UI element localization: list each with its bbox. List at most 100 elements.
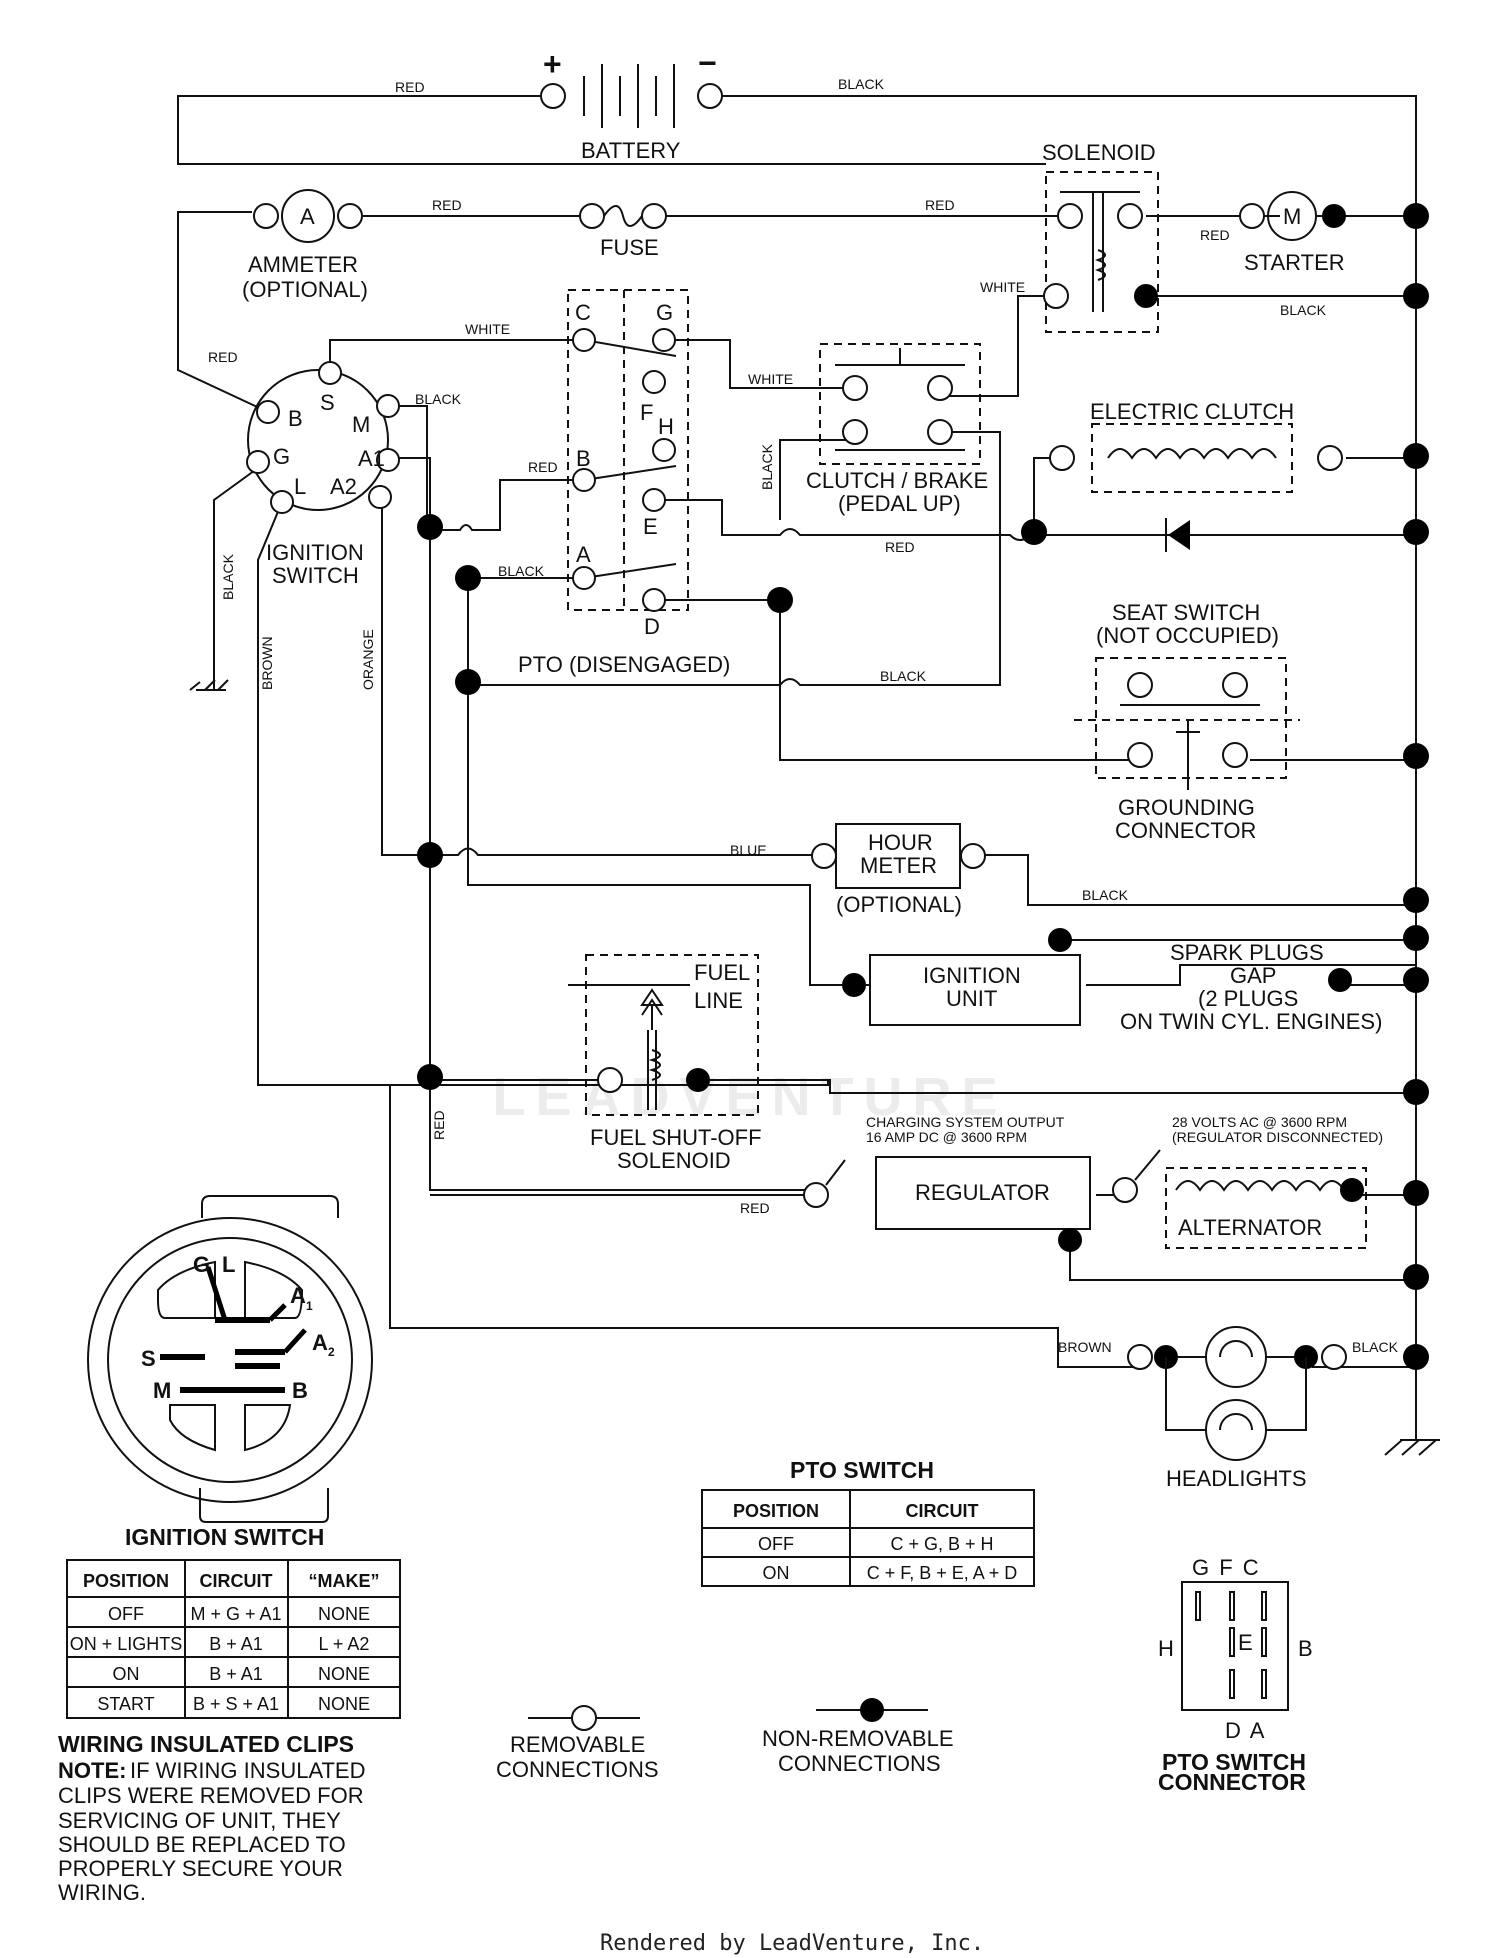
svg-text:BROWN: BROWN: [259, 636, 275, 690]
svg-text:WIRING INSULATED CLIPS: WIRING INSULATED CLIPS: [58, 1731, 354, 1757]
svg-text:H: H: [658, 414, 674, 439]
svg-text:ON + LIGHTS: ON + LIGHTS: [70, 1634, 183, 1654]
svg-text:28 VOLTS AC @ 3600 RPM: 28 VOLTS AC @ 3600 RPM: [1172, 1114, 1347, 1130]
svg-text:E: E: [643, 514, 658, 539]
svg-text:CLUTCH / BRAKE: CLUTCH / BRAKE: [806, 468, 988, 493]
svg-text:M: M: [1283, 204, 1301, 229]
svg-text:2: 2: [328, 1345, 335, 1359]
starter: M STARTER: [1239, 191, 1346, 275]
svg-text:GAP: GAP: [1230, 963, 1276, 988]
svg-text:BLUE: BLUE: [730, 842, 767, 858]
svg-text:RED: RED: [1200, 227, 1230, 243]
svg-text:L + A2: L + A2: [319, 1634, 370, 1654]
svg-text:G: G: [656, 300, 673, 325]
svg-text:PROPERLY SECURE YOUR: PROPERLY SECURE YOUR: [58, 1856, 343, 1881]
svg-text:SOLENOID: SOLENOID: [1042, 140, 1156, 165]
svg-text:PTO SWITCH: PTO SWITCH: [790, 1457, 934, 1483]
svg-text:A: A: [576, 542, 591, 567]
svg-text:STARTER: STARTER: [1244, 250, 1345, 275]
svg-text:WHITE: WHITE: [980, 279, 1025, 295]
svg-text:D: D: [644, 614, 660, 639]
svg-text:B: B: [1298, 1636, 1313, 1661]
svg-text:1: 1: [306, 1299, 313, 1313]
ignition-switch-table: IGNITION SWITCH POSITION CIRCUIT “MAKE” …: [66, 1524, 401, 1719]
svg-text:ON: ON: [113, 1664, 140, 1684]
svg-text:A: A: [290, 1283, 306, 1308]
svg-text:C + F, B + E, A + D: C + F, B + E, A + D: [867, 1563, 1018, 1583]
svg-text:D A: D A: [1225, 1718, 1266, 1743]
svg-text:BLACK: BLACK: [838, 76, 885, 92]
electric-clutch: ELECTRIC CLUTCH: [1049, 399, 1343, 493]
svg-text:M: M: [153, 1378, 171, 1403]
fuel-shutoff-solenoid: FUEL LINE FUEL SHUT-OFF SOLENOID: [568, 954, 762, 1173]
svg-text:NONE: NONE: [318, 1604, 370, 1624]
svg-text:CONNECTOR: CONNECTOR: [1115, 818, 1256, 843]
svg-text:(2 PLUGS: (2 PLUGS: [1198, 986, 1298, 1011]
svg-text:SWITCH: SWITCH: [272, 563, 359, 588]
svg-text:IGNITION: IGNITION: [923, 963, 1021, 988]
pto-switch-connector: G F C H E B D A PTO SWITCH CONNECTOR: [1158, 1555, 1313, 1795]
svg-text:(REGULATOR DISCONNECTED): (REGULATOR DISCONNECTED): [1172, 1129, 1383, 1145]
svg-text:S: S: [141, 1346, 156, 1371]
svg-text:SEAT SWITCH: SEAT SWITCH: [1112, 600, 1260, 625]
svg-text:UNIT: UNIT: [946, 986, 997, 1011]
legend: REMOVABLE CONNECTIONS NON-REMOVABLE CONN…: [496, 1698, 954, 1782]
svg-text:F: F: [640, 400, 653, 425]
ammeter: A AMMETER (OPTIONAL): [242, 189, 368, 302]
svg-text:B: B: [292, 1378, 308, 1403]
svg-text:PTO (DISENGAGED): PTO (DISENGAGED): [518, 652, 730, 677]
svg-text:SPARK PLUGS: SPARK PLUGS: [1170, 940, 1324, 965]
svg-text:ALTERNATOR: ALTERNATOR: [1178, 1215, 1322, 1240]
ground-symbol-right: [1384, 1439, 1440, 1456]
svg-text:NONE: NONE: [318, 1694, 370, 1714]
svg-text:M + G + A1: M + G + A1: [190, 1604, 281, 1624]
diode: [1165, 518, 1190, 552]
svg-text:FUEL: FUEL: [694, 960, 750, 985]
svg-text:WIRING.: WIRING.: [58, 1880, 146, 1905]
svg-text:BATTERY: BATTERY: [581, 138, 681, 163]
wire-labels: RED BLACK RED RED RED WHITE BLACK RED WH…: [208, 76, 1399, 1355]
wiring-note: WIRING INSULATED CLIPS NOTE: IF WIRING I…: [58, 1731, 366, 1905]
svg-text:IGNITION SWITCH: IGNITION SWITCH: [125, 1524, 324, 1550]
svg-text:BLACK: BLACK: [498, 563, 545, 579]
junction-dots: [417, 203, 1429, 1370]
battery-plus: +: [543, 46, 562, 82]
svg-text:WHITE: WHITE: [465, 321, 510, 337]
pto-switch-table: PTO SWITCH POSITION CIRCUIT OFF C + G, B…: [701, 1457, 1035, 1587]
clutch-brake-switch: CLUTCH / BRAKE (PEDAL UP): [806, 343, 988, 516]
svg-text:(NOT OCCUPIED): (NOT OCCUPIED): [1096, 623, 1279, 648]
svg-text:A1: A1: [358, 446, 385, 471]
alternator: ALTERNATOR: [1165, 1167, 1367, 1249]
svg-text:G: G: [273, 444, 290, 469]
svg-text:ELECTRIC CLUTCH: ELECTRIC CLUTCH: [1090, 399, 1294, 424]
watermark: LEADVENTURE: [492, 1067, 1007, 1127]
battery: + − BATTERY: [540, 45, 723, 163]
svg-text:OFF: OFF: [758, 1534, 794, 1554]
svg-text:S: S: [320, 390, 335, 415]
battery-minus: −: [698, 45, 717, 81]
svg-text:NONE: NONE: [318, 1664, 370, 1684]
svg-text:SOLENOID: SOLENOID: [617, 1148, 731, 1173]
svg-text:START: START: [97, 1694, 154, 1714]
svg-text:RED: RED: [208, 349, 238, 365]
svg-text:C + G, B + H: C + G, B + H: [890, 1534, 993, 1554]
svg-text:BROWN: BROWN: [1058, 1339, 1112, 1355]
ignition-switch: B S M G A1 L A2 IGNITION SWITCH: [246, 361, 400, 588]
svg-text:BLACK: BLACK: [880, 668, 927, 684]
svg-text:B + S + A1: B + S + A1: [193, 1694, 279, 1714]
svg-text:L: L: [222, 1252, 235, 1277]
svg-text:E: E: [1238, 1630, 1253, 1655]
regulator: REGULATOR CHARGING SYSTEM OUTPUT 16 AMP …: [803, 1114, 1383, 1252]
svg-text:CLIPS WERE REMOVED FOR: CLIPS WERE REMOVED FOR: [58, 1783, 364, 1808]
svg-text:IGNITION: IGNITION: [266, 540, 364, 565]
svg-text:B + A1: B + A1: [209, 1664, 263, 1684]
svg-text:BLACK: BLACK: [1280, 302, 1327, 318]
svg-text:BLACK: BLACK: [1352, 1339, 1399, 1355]
svg-text:BLACK: BLACK: [1082, 887, 1129, 903]
footer-credit: Rendered by LeadVenture, Inc.: [600, 1931, 984, 1956]
hour-meter: HOUR METER (OPTIONAL): [811, 823, 986, 917]
ignition-unit: IGNITION UNIT: [842, 954, 1081, 1026]
svg-text:CONNECTIONS: CONNECTIONS: [778, 1751, 941, 1776]
svg-text:H: H: [1158, 1636, 1174, 1661]
svg-text:“MAKE”: “MAKE”: [309, 1571, 380, 1591]
